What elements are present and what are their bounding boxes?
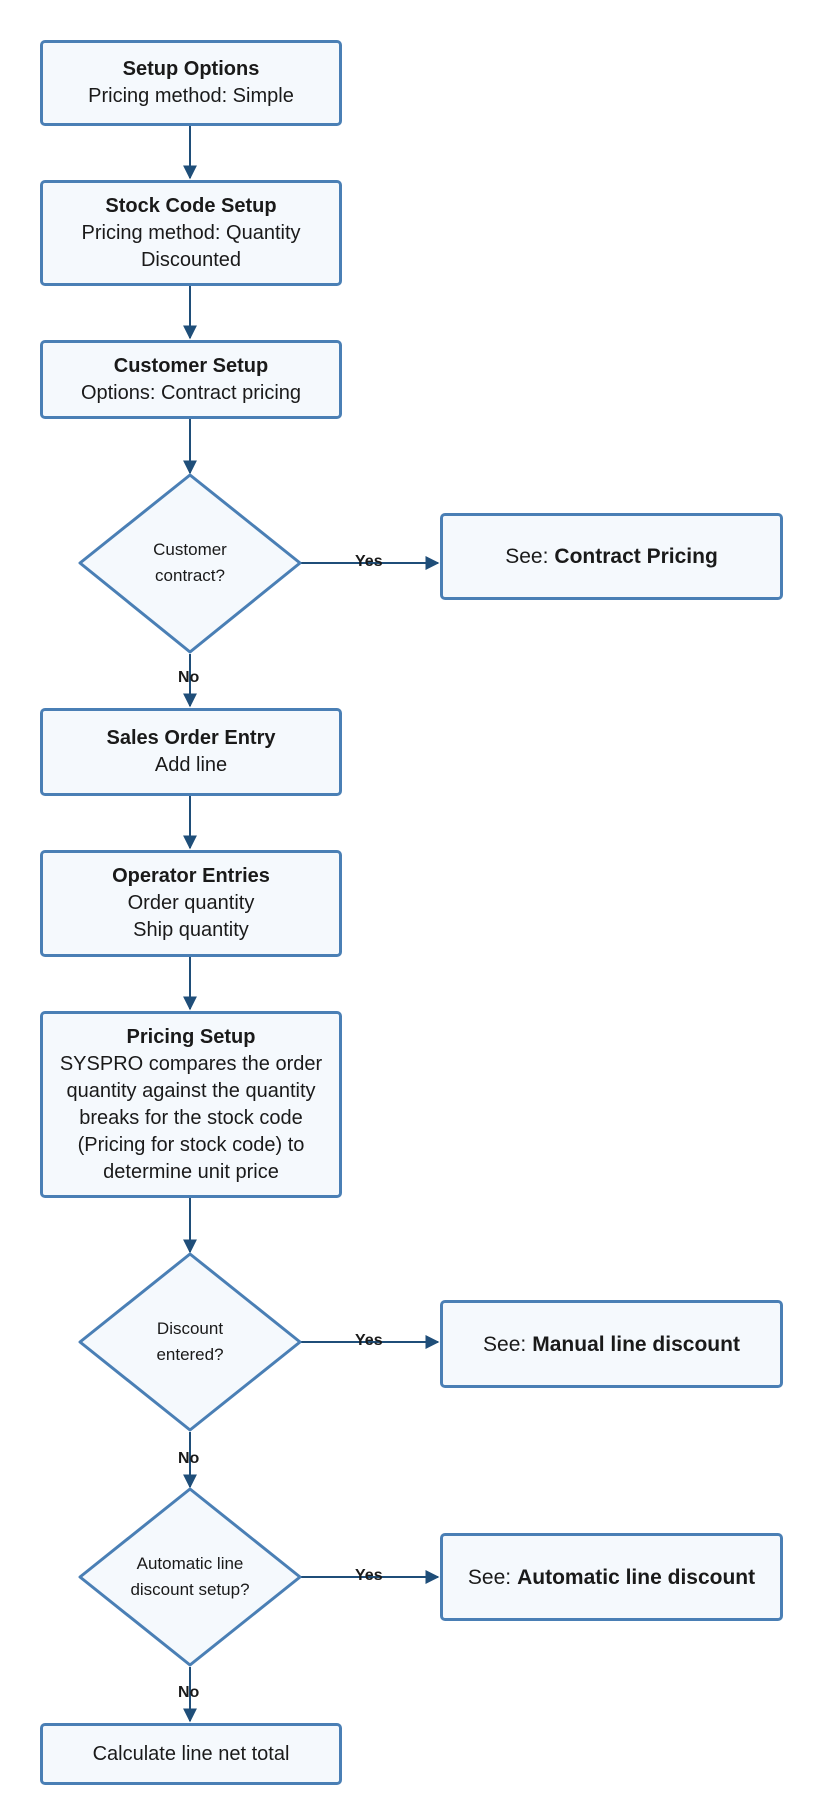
decision-label-line: contract? xyxy=(155,566,225,585)
pricing-setup-line: quantity against the quantity xyxy=(66,1079,316,1102)
pricing-setup-title: Pricing Setup xyxy=(126,1025,256,1048)
decision-auto-line-discount-label: Automatic line discount setup? xyxy=(100,1551,280,1603)
pricing-setup-line: (Pricing for stock code) to xyxy=(77,1133,305,1156)
pricing-setup-box: Pricing Setup SYSPRO compares the order … xyxy=(40,1011,342,1198)
calculate-net-total-box: Calculate line net total xyxy=(40,1723,342,1785)
pricing-setup-line: SYSPRO compares the order xyxy=(59,1052,323,1075)
decision-label-line: discount setup? xyxy=(130,1580,250,1599)
sales-order-entry-line: Add line xyxy=(154,754,228,776)
decision-discount-entered-label: Discount entered? xyxy=(110,1316,270,1368)
edge-label-yes: Yes xyxy=(355,1332,383,1349)
edge-label-no: No xyxy=(178,669,200,686)
pricing-setup-line: determine unit price xyxy=(103,1160,279,1183)
automatic-line-discount-reference-box: See: Automatic line discount xyxy=(440,1533,783,1621)
decision-customer-contract-label: Customer contract? xyxy=(110,537,270,589)
operator-entries-line: Ship quantity xyxy=(133,919,249,941)
operator-entries-title: Operator Entries xyxy=(112,865,270,887)
stock-code-setup-line: Discounted xyxy=(140,248,242,271)
operator-entries-line: Order quantity xyxy=(127,892,255,914)
reference-prefix: See: xyxy=(467,1565,512,1589)
customer-setup-box: Customer Setup Options: Contract pricing xyxy=(40,340,342,419)
decision-customer-contract-shape xyxy=(78,473,302,654)
decision-label-line: Automatic line xyxy=(136,1554,244,1573)
setup-options-box: Setup Options Pricing method: Simple xyxy=(40,40,342,126)
calculate-net-total-text: Calculate line net total xyxy=(92,1742,290,1765)
edge-label-yes: Yes xyxy=(355,1567,383,1584)
stock-code-setup-line: Pricing method: Quantity xyxy=(81,221,301,244)
sales-order-entry-title: Sales Order Entry xyxy=(106,727,276,749)
reference-prefix: See: xyxy=(505,545,549,568)
operator-entries-box: Operator Entries Order quantity Ship qua… xyxy=(40,850,342,957)
decision-label-line: Discount xyxy=(156,1319,224,1338)
reference-target: Automatic line discount xyxy=(517,1565,756,1589)
edge-label-yes: Yes xyxy=(355,553,383,570)
setup-options-line: Pricing method: Simple xyxy=(88,85,294,107)
contract-pricing-reference-box: See: Contract Pricing xyxy=(440,513,783,600)
decision-discount-entered-shape xyxy=(78,1252,302,1432)
decision-auto-line-discount-shape xyxy=(78,1487,302,1667)
pricing-setup-line: breaks for the stock code xyxy=(79,1106,303,1129)
stock-code-setup-box: Stock Code Setup Pricing method: Quantit… xyxy=(40,180,342,286)
customer-setup-line: Options: Contract pricing xyxy=(80,381,302,404)
reference-target: Manual line discount xyxy=(532,1332,740,1356)
edge-label-no: No xyxy=(178,1450,200,1467)
setup-options-title: Setup Options xyxy=(122,58,260,80)
reference-prefix: See: xyxy=(483,1332,527,1356)
stock-code-setup-title: Stock Code Setup xyxy=(105,194,277,217)
decision-label-line: entered? xyxy=(156,1345,224,1364)
decision-label-line: Customer xyxy=(153,540,227,559)
customer-setup-title: Customer Setup xyxy=(113,354,269,377)
reference-target: Contract Pricing xyxy=(554,545,718,568)
sales-order-entry-box: Sales Order Entry Add line xyxy=(40,708,342,796)
manual-line-discount-reference-box: See: Manual line discount xyxy=(440,1300,783,1388)
edge-label-no: No xyxy=(178,1684,200,1701)
